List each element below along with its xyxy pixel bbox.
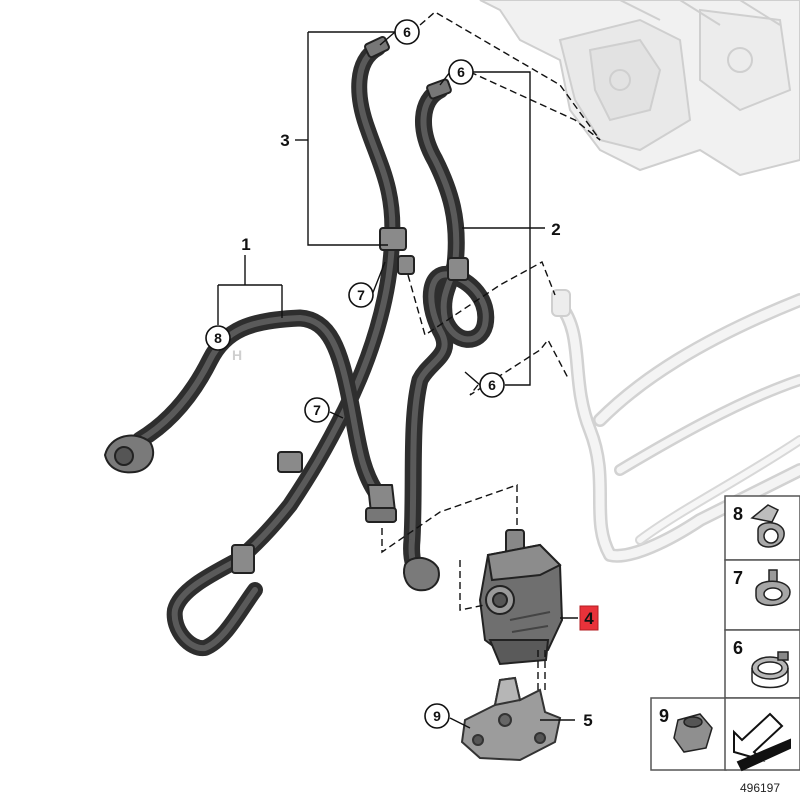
- hex-nut-9-icon: [673, 713, 713, 753]
- hose-clip-8-icon: [750, 504, 785, 548]
- callout-6-lower: 6: [479, 372, 505, 398]
- callout-7-lower: 7: [304, 397, 330, 423]
- callout-7-upper: 7: [348, 282, 374, 308]
- legend-label-9: 9: [659, 706, 669, 726]
- hose-3: [166, 35, 415, 656]
- svg-text:6: 6: [488, 377, 496, 393]
- legend-label-8: 8: [733, 504, 743, 524]
- pump-bracket: [460, 676, 562, 762]
- svg-text:7: 7: [313, 402, 321, 418]
- callout-9: 9: [424, 703, 450, 729]
- diagram-doc-number: 496197: [740, 781, 780, 795]
- dashed-lines: [381, 11, 601, 690]
- spring-clamp-6-icon: [751, 651, 789, 689]
- ghost-pipes: [551, 289, 800, 563]
- part-label-5: 5: [583, 711, 592, 730]
- hose-clamp-7-icon: [755, 569, 791, 607]
- hose-2: [403, 78, 495, 592]
- svg-text:9: 9: [433, 708, 441, 724]
- svg-text:6: 6: [457, 64, 465, 80]
- svg-text:4: 4: [584, 609, 594, 628]
- ghost-engine-block: [479, 0, 800, 177]
- part-label-2: 2: [551, 220, 560, 239]
- legend-panel: 8 7 6 9: [650, 495, 800, 772]
- callout-8: 8: [205, 325, 231, 351]
- callout-6-top: 6: [394, 19, 420, 45]
- svg-text:8: 8: [214, 330, 222, 346]
- svg-text:H: H: [232, 347, 242, 363]
- legend-label-7: 7: [733, 568, 743, 588]
- hose-1: H: [104, 309, 397, 523]
- highlight-box: [579, 605, 599, 631]
- leader-lines: [217, 31, 578, 729]
- svg-text:6: 6: [403, 24, 411, 40]
- part-label-1: 1: [241, 235, 250, 254]
- highlighted-part-4[interactable]: 4: [579, 605, 599, 631]
- tightening-arrow-icon: [733, 712, 791, 772]
- part-label-3: 3: [280, 131, 289, 150]
- electric-pump: [478, 529, 564, 666]
- legend-label-6: 6: [733, 638, 743, 658]
- callout-6-upper: 6: [448, 59, 474, 85]
- svg-text:7: 7: [357, 287, 365, 303]
